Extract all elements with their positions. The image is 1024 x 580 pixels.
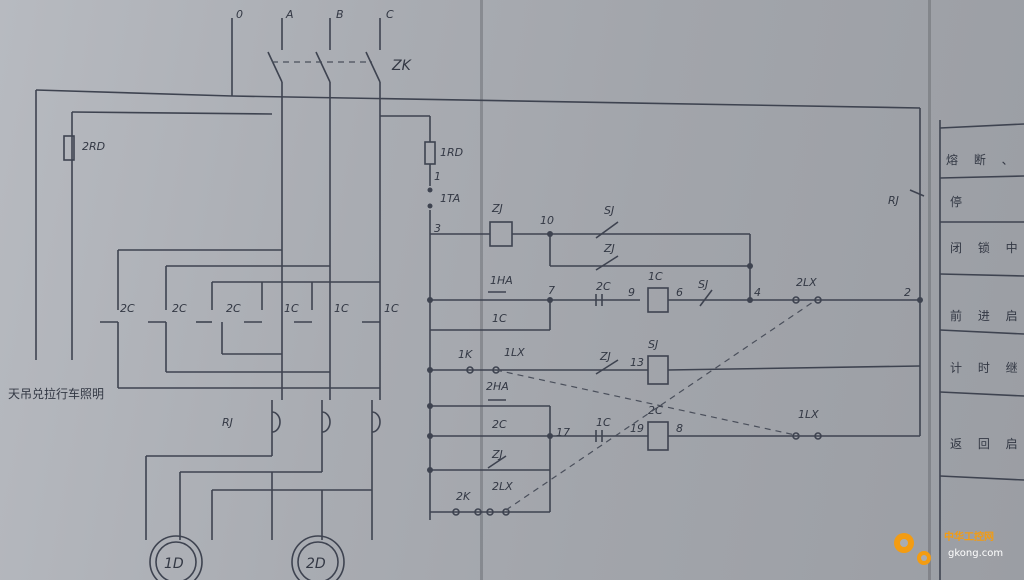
description-table: 熔 断 、 停 闭 锁 中 前 进 启 计 时 继 电 返 回 启 <box>939 120 1024 580</box>
motor-1d: 1D <box>149 535 203 580</box>
c1-aux-label: 1C <box>492 312 507 325</box>
fuse-1rd-label: 1RD <box>440 146 463 159</box>
phase-label-c: C <box>386 8 394 21</box>
limit-1lx-label: 1LX <box>504 346 525 359</box>
c1-coil <box>647 287 669 313</box>
table-row-forward: 前 进 启 <box>950 308 1024 323</box>
zj-mid-label: ZJ <box>599 350 611 363</box>
zj-coil <box>489 221 513 247</box>
lighting-note: 天吊兑拉行车照明 <box>8 386 104 401</box>
node-3: 3 <box>434 222 441 235</box>
c2-interlock-label: 2C <box>596 280 611 293</box>
table-row-timer: 计 时 继 电 <box>950 361 1024 375</box>
contactor-1c-a: 1C <box>284 302 299 315</box>
main-switch-zk: ZK <box>267 51 413 83</box>
lighting-bus <box>35 89 233 97</box>
watermark-name: 中华工控网 <box>944 530 994 543</box>
node-1: 1 <box>434 170 441 183</box>
zj-coil-label: ZJ <box>491 202 503 215</box>
contactor-1c-c: 1C <box>384 302 399 315</box>
rj-contact-label: RJ <box>888 194 899 207</box>
contactor-2c-c: 2C <box>226 302 241 315</box>
lighting-bus-2 <box>71 111 273 115</box>
limit-1lx-bottom-label: 1LX <box>798 408 819 421</box>
top-bus <box>231 95 921 109</box>
table-row-lock: 闭 锁 中 <box>950 240 1024 255</box>
thermal-relay-rj: RJ <box>222 411 381 433</box>
node-13: 13 <box>630 356 644 369</box>
fuse-2rd <box>63 135 75 161</box>
phase-label-b: B <box>336 8 344 21</box>
zj-low-label: ZJ <box>491 448 503 461</box>
switch-2k-label: 2K <box>456 490 471 503</box>
c2-coil <box>647 421 669 451</box>
motor-1d-label: 1D <box>164 556 184 572</box>
limit-2lx-top-label: 2LX <box>796 276 817 289</box>
watermark-url: gkong.com <box>948 548 1003 559</box>
node-17: 17 <box>556 426 570 439</box>
switch-label: ZK <box>391 58 413 74</box>
node-6: 6 <box>676 286 683 299</box>
button-2ha-label: 2HA <box>486 380 509 393</box>
c1-coil-label: 1C <box>648 270 663 283</box>
contactor-2c-b: 2C <box>172 302 187 315</box>
node-2: 2 <box>904 286 911 299</box>
node-19: 19 <box>630 422 644 435</box>
zj-contact-label: ZJ <box>603 242 615 255</box>
switch-1k-label: 1K <box>458 348 473 361</box>
contactor-2c-a: 2C <box>120 302 135 315</box>
c2-coil-label: 2C <box>648 404 663 417</box>
motor-2d-label: 2D <box>306 556 326 572</box>
node-7: 7 <box>548 284 555 297</box>
paper-fold <box>480 0 483 580</box>
node-9: 9 <box>628 286 635 299</box>
linkage-1lx <box>495 369 801 437</box>
node-10: 10 <box>540 214 554 227</box>
paper-fold <box>928 0 931 580</box>
sj-coil-label: SJ <box>648 338 658 351</box>
button-1ha-label: 1HA <box>490 274 513 287</box>
table-row-fuse: 熔 断 、 <box>946 152 1020 167</box>
table-row-return: 返 回 启 <box>950 437 1024 451</box>
phase-label-0: 0 <box>236 8 243 21</box>
table-row-stop: 停 <box>950 194 968 209</box>
watermark: 中华工控网 gkong.com <box>894 530 1003 565</box>
motor-wiring <box>145 455 373 540</box>
sj-contact-label: SJ <box>698 278 708 291</box>
fuse-1rd <box>424 141 436 165</box>
node-8: 8 <box>676 422 683 435</box>
fuse-2rd-label: 2RD <box>82 140 105 153</box>
node-4: 4 <box>754 286 761 299</box>
contactor-1c-b: 1C <box>334 302 349 315</box>
c2-aux-label: 2C <box>492 418 507 431</box>
linkage-2lx <box>505 299 817 511</box>
sj-top-label: SJ <box>604 204 614 217</box>
stop-button-label: 1TA <box>440 192 460 205</box>
phase-label-a: A <box>285 8 294 21</box>
thermal-relay-label: RJ <box>222 416 233 429</box>
motor-2d: 2D <box>291 535 345 580</box>
c1-interlock-label: 1C <box>596 416 611 429</box>
limit-2lx-bottom-label: 2LX <box>492 480 513 493</box>
contactor-grid: 2C 2C 2C 1C 1C 1C <box>100 249 399 389</box>
sj-coil <box>647 355 669 385</box>
